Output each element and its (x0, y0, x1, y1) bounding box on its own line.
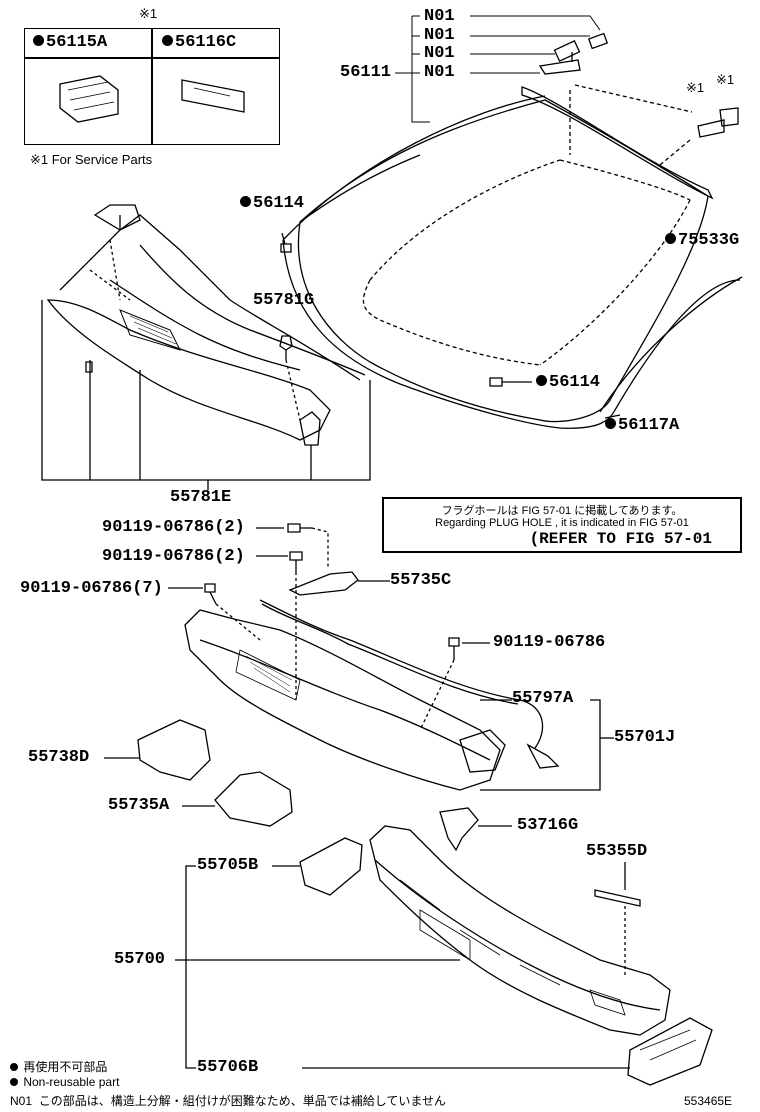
label-55735A[interactable]: 55735A (108, 796, 170, 815)
service-note: ※1 For Service Parts (30, 152, 153, 167)
n01-clips (538, 32, 609, 75)
bracket-55706B (627, 1017, 713, 1086)
label-55706B[interactable]: 55706B (197, 1058, 259, 1077)
legend-dot-en: Non-reusable part (10, 1075, 119, 1089)
seal-55797A (259, 599, 544, 749)
diagram-id: 553465E (684, 1094, 733, 1108)
non-reusable-dot-icon (10, 1078, 18, 1086)
bracket-55705B (299, 837, 363, 896)
label-bolt[interactable]: 90119-06786(7) (20, 579, 163, 598)
legend-dot-jp: 再使用不可部品 (10, 1058, 107, 1075)
bracket-55735C (288, 571, 359, 596)
service-clips-right (697, 107, 739, 138)
bracket-55701J (480, 699, 601, 791)
label-55735C[interactable]: 55735C (390, 571, 452, 590)
part-55355D (594, 889, 641, 907)
service-mark: ※1 (716, 72, 735, 87)
cowl-group-frame (41, 300, 371, 481)
label-55797A[interactable]: 55797A (512, 689, 574, 708)
windshield-glass (282, 95, 741, 429)
side-moulding (599, 276, 743, 413)
service-part-icons (59, 75, 245, 123)
label-bolt[interactable]: 90119-06786 (493, 633, 606, 652)
label-n01[interactable]: N01 (424, 7, 455, 26)
part-53716G (439, 807, 479, 852)
seal-end-cap (526, 743, 560, 769)
label-56117A[interactable]: 56117A (605, 417, 679, 435)
cowl-top-panel (46, 204, 366, 446)
label-55705B[interactable]: 55705B (197, 856, 259, 875)
non-reusable-dot-icon (665, 233, 676, 244)
reference-note-box: フラグホールは FIG 57-01 に掲載してあります。 Regarding P… (382, 497, 742, 553)
dash-panel (369, 825, 671, 1036)
label-56111[interactable]: 56111 (340, 63, 392, 82)
non-reusable-dot-icon (536, 375, 547, 386)
cowl-panel-outer (184, 609, 506, 791)
label-55700[interactable]: 55700 (114, 950, 166, 969)
label-55781E[interactable]: 55781E (170, 488, 232, 507)
label-n01[interactable]: N01 (424, 44, 455, 63)
n01-leaders (395, 15, 601, 123)
label-n01[interactable]: N01 (424, 63, 455, 82)
service-parts-table: 56115A 56116C (24, 28, 280, 145)
bracket-55700-group (185, 865, 196, 1069)
label-bolt[interactable]: 90119-06786(2) (102, 547, 245, 566)
label-n01[interactable]: N01 (424, 26, 455, 45)
label-55738D[interactable]: 55738D (28, 748, 90, 767)
seal-55797A-inner (261, 603, 519, 705)
clip-55781G (85, 335, 301, 421)
leader-56114-top (281, 232, 286, 245)
label-75533G[interactable]: 75533G (665, 232, 739, 250)
glass-spacer-top (280, 243, 292, 253)
legend-n01: N01 この部品は、構造上分解・組付けが困難なため、単品では補給していません (10, 1094, 446, 1108)
label-55781G[interactable]: 55781G (253, 291, 315, 310)
roof-moulding (521, 84, 714, 200)
service-header-mark: ※1 (139, 6, 158, 21)
non-reusable-dot-icon (162, 35, 173, 46)
part-55738D (137, 719, 211, 781)
label-bolt[interactable]: 90119-06786(2) (102, 518, 245, 537)
service-part-56115A: 56115A (33, 34, 107, 52)
reference-note-en: Regarding PLUG HOLE , it is indicated in… (435, 517, 689, 529)
non-reusable-dot-icon (240, 196, 251, 207)
non-reusable-dot-icon (605, 418, 616, 429)
glass-spacer-bottom (489, 377, 503, 387)
label-53716G[interactable]: 53716G (517, 816, 579, 835)
bolts (168, 523, 490, 731)
label-56114[interactable]: 56114 (536, 374, 600, 392)
label-56114[interactable]: 56114 (240, 195, 304, 213)
label-55701J[interactable]: 55701J (614, 728, 676, 747)
part-55735A (214, 771, 293, 827)
service-mark: ※1 (686, 80, 705, 95)
label-55355D[interactable]: 55355D (586, 842, 648, 861)
reference-note-jp: フラグホールは FIG 57-01 に掲載してあります。 (441, 505, 683, 517)
non-reusable-dot-icon (10, 1063, 18, 1071)
service-part-56116C: 56116C (162, 34, 236, 52)
reference-note-link[interactable]: (REFER TO FIG 57-01 (529, 530, 712, 548)
non-reusable-dot-icon (33, 35, 44, 46)
